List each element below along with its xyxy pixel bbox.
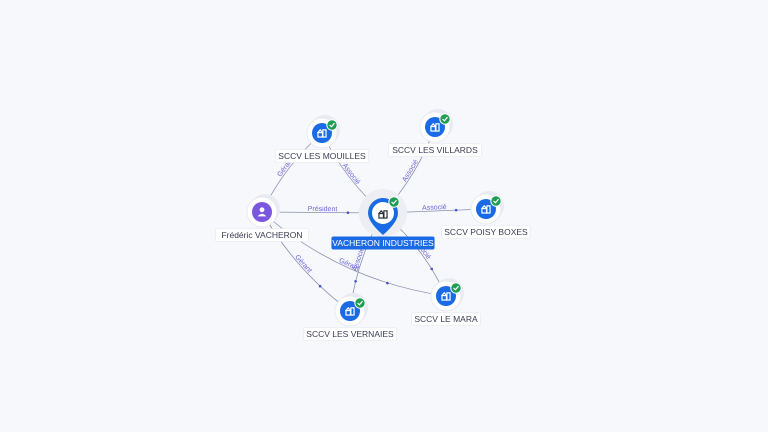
edge-label-person-vernaies[interactable]: Gérant (293, 254, 312, 275)
edge-arrow-center-poisy (454, 208, 458, 212)
edge-arrow-person-mara (386, 281, 389, 285)
edge-arrow-person-center (346, 211, 350, 215)
edge-arrow-center-mara (430, 267, 434, 271)
verified-check-icon (439, 113, 451, 125)
edge-label-center-villards[interactable]: Associé (401, 159, 420, 184)
node-label-box (411, 312, 481, 326)
center-node-label: VACHERON INDUSTRIES (332, 238, 434, 248)
node-label: SCCV LES VILLARDS (392, 145, 478, 155)
edge-label-center-vernaies[interactable]: Associé (352, 247, 366, 273)
building-icon (481, 204, 491, 214)
verified-check-icon (450, 282, 462, 294)
verified-check-icon (354, 297, 366, 309)
building-icon (441, 291, 451, 301)
edge-label-center-poisy[interactable]: Associé (422, 204, 447, 212)
company-node-villards[interactable]: SCCV LES VILLARDS (388, 109, 482, 157)
company-node-poisy[interactable]: SCCV POISY BOXES (441, 191, 531, 239)
company-node-mara[interactable]: SCCV LE MARA (411, 278, 481, 326)
node-label-box (275, 149, 369, 163)
node-label-box (441, 225, 531, 239)
verified-check-icon (490, 195, 502, 207)
node-label-box (215, 228, 309, 242)
node-label-box (303, 327, 397, 341)
person-node[interactable]: Frédéric VACHERON (215, 194, 309, 242)
node-label: SCCV LE MARA (414, 314, 478, 324)
person-icon (257, 207, 267, 217)
edge-arrow-person-vernaies (318, 284, 322, 288)
company-node-vernaies[interactable]: SCCV LES VERNAIES (303, 293, 397, 341)
center-node[interactable]: VACHERON INDUSTRIES (331, 189, 435, 250)
building-icon (345, 306, 355, 316)
edge-label-center-mouilles[interactable]: Associé (341, 162, 361, 186)
company-node-mouilles[interactable]: SCCV LES MOUILLES (275, 115, 369, 163)
center-node-label-box (331, 236, 435, 250)
edge-person-mara (261, 211, 447, 297)
node-label: SCCV LES MOUILLES (278, 151, 366, 161)
node-label: SCCV LES VERNAIES (306, 329, 394, 339)
edge-label-person-center[interactable]: Président (308, 206, 338, 213)
building-icon (317, 128, 327, 138)
edge-arrow-center-vernaies (354, 279, 357, 283)
nodes-layer: SCCV LES MOUILLES SCCV LES VILLARDS SCCV P… (215, 109, 531, 341)
node-label-box (388, 143, 482, 157)
verified-check-icon (326, 119, 338, 131)
building-icon (430, 122, 440, 132)
node-label: SCCV POISY BOXES (444, 227, 528, 237)
node-label: Frédéric VACHERON (221, 230, 302, 240)
building-icon (378, 209, 388, 219)
verified-check-icon (388, 196, 400, 208)
